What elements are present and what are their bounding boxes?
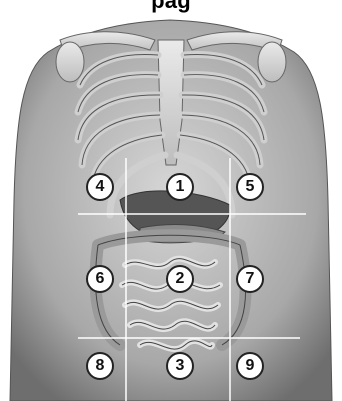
region-marker-7: 7 [236, 265, 264, 293]
region-marker-4: 4 [86, 173, 114, 201]
region-marker-9: 9 [236, 352, 264, 380]
region-marker-1: 1 [166, 173, 194, 201]
region-marker-6: 6 [86, 265, 114, 293]
region-marker-5: 5 [236, 173, 264, 201]
region-marker-2: 2 [166, 265, 194, 293]
region-marker-3: 3 [166, 352, 194, 380]
region-marker-8: 8 [86, 352, 114, 380]
